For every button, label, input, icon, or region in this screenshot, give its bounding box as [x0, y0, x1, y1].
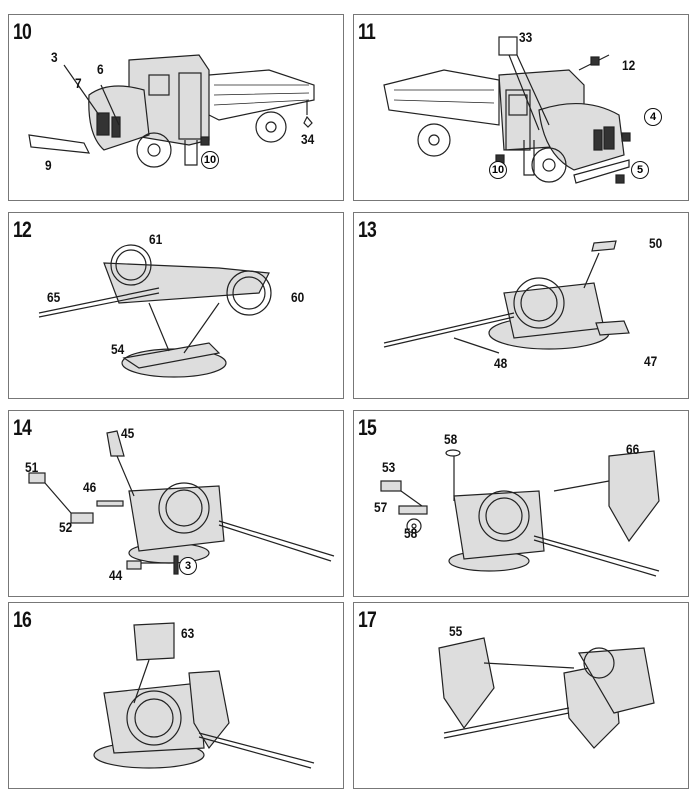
part-label: 51	[25, 459, 39, 475]
circled-part-label: 10	[489, 161, 507, 179]
step-number: 10	[13, 19, 32, 44]
step-14-panel: 14 45 51 46 52 44 3	[8, 410, 344, 597]
part-label: 60	[291, 289, 305, 305]
part-label: 63	[181, 625, 195, 641]
part-label: 33	[519, 29, 533, 45]
step-number: 12	[13, 217, 32, 242]
part-label: 3	[51, 49, 58, 65]
part-label: 6	[97, 61, 104, 77]
step-15-panel: 15 58 66 53 57 58	[353, 410, 689, 597]
part-label: 52	[59, 519, 73, 535]
truck-front-assembly-drawing	[28, 54, 315, 168]
step-10-panel: 10 3 7 6 9 34 10	[8, 14, 344, 201]
part-label: 12	[622, 57, 636, 73]
part-label: 46	[83, 479, 97, 495]
step-12-panel: 12 61 65 60 54	[8, 212, 344, 399]
step-number: 13	[358, 217, 377, 242]
part-label: 34	[301, 131, 315, 147]
circled-part-label: 10	[201, 151, 219, 169]
part-label: 58	[444, 431, 458, 447]
part-label: 65	[47, 289, 61, 305]
circled-part-label: 3	[179, 557, 197, 575]
part-label: 47	[644, 353, 658, 369]
part-label: 45	[121, 425, 135, 441]
step-13-panel: 13 50 48 47	[353, 212, 689, 399]
circled-part-label: 5	[631, 161, 649, 179]
step-number: 16	[13, 607, 32, 632]
gun-shield-assembly-drawing	[438, 637, 655, 749]
part-label: 61	[149, 231, 163, 247]
part-label: 9	[45, 157, 52, 173]
gun-mount-assembly-drawing	[38, 244, 272, 378]
step-16-panel: 16 63	[8, 602, 344, 789]
part-label: 44	[109, 567, 123, 583]
step-number: 15	[358, 415, 377, 440]
truck-rear-assembly-drawing	[383, 36, 631, 184]
step-17-panel: 17 55	[353, 602, 689, 789]
gun-mount-assembly-drawing	[380, 449, 660, 577]
gun-mount-assembly-drawing	[93, 622, 315, 769]
circled-part-label: 4	[644, 108, 662, 126]
part-label: 48	[494, 355, 508, 371]
part-label: 57	[374, 499, 388, 515]
part-label: 55	[449, 623, 463, 639]
step-number: 11	[358, 19, 376, 44]
part-label: 66	[626, 441, 640, 457]
part-label: 50	[649, 235, 663, 251]
step-11-panel: 11 33 12 4 5 10	[353, 14, 689, 201]
part-label: 58	[404, 525, 418, 541]
gun-mount-assembly-drawing	[383, 240, 630, 354]
part-label: 7	[75, 75, 82, 91]
gun-mount-assembly-drawing	[28, 430, 335, 575]
part-label: 54	[111, 341, 125, 357]
step-number: 14	[13, 415, 32, 440]
part-label: 53	[382, 459, 396, 475]
step-number: 17	[358, 607, 377, 632]
